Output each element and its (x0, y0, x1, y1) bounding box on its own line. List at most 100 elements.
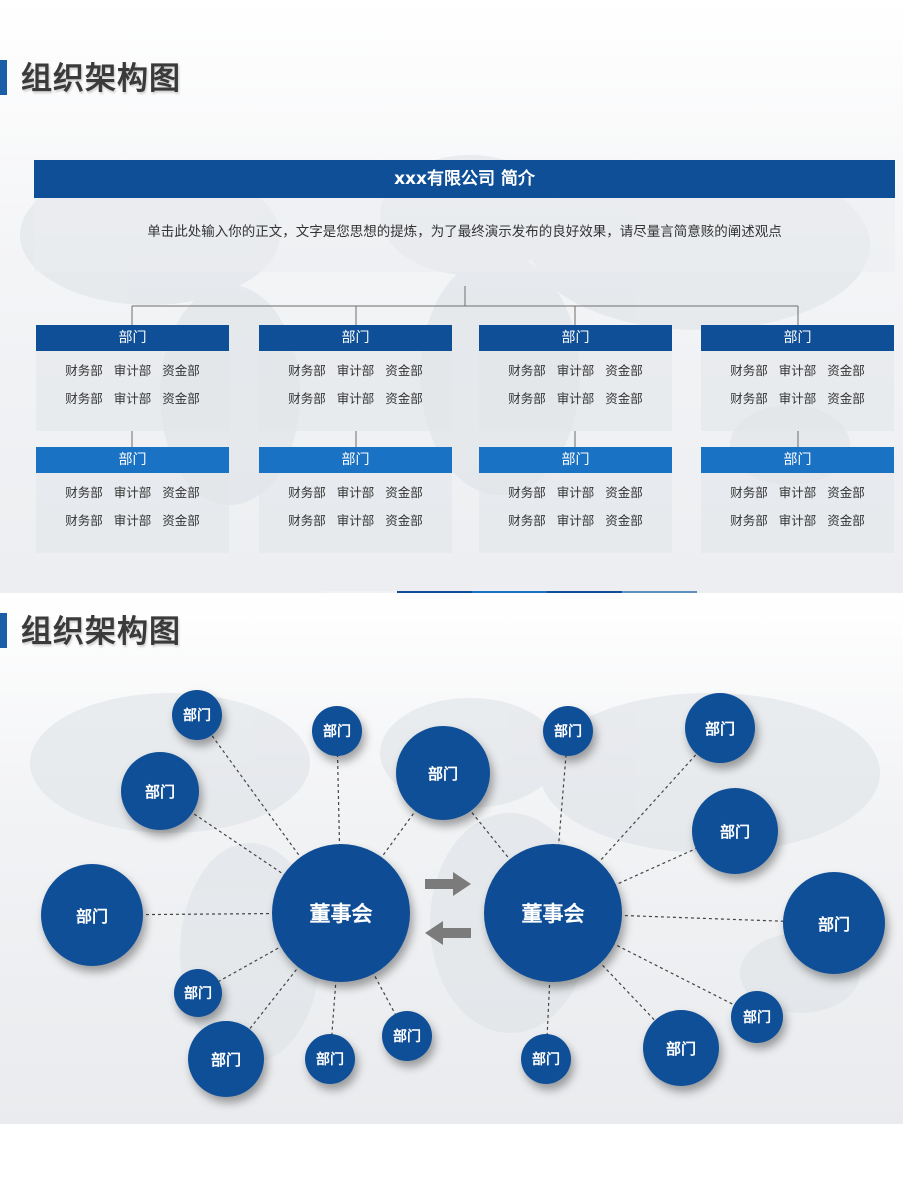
department-name: 审计部 (336, 363, 375, 378)
department-list-row: 财务部审计部资金部 (701, 388, 894, 407)
department-name: 资金部 (827, 391, 865, 406)
department-name: 财务部 (65, 485, 103, 500)
slide-title: 组织架构图 (21, 61, 181, 97)
department-name: 资金部 (385, 363, 423, 378)
department-name: 财务部 (288, 391, 326, 406)
department-name: 资金部 (162, 485, 200, 500)
department-bubble: 部门 (731, 991, 783, 1043)
department-bubble: 部门 (396, 726, 490, 820)
department-name: 审计部 (556, 363, 595, 378)
department-card-title: 部门 (701, 447, 894, 473)
department-bubble: 部门 (172, 690, 222, 740)
department-list-row: 财务部审计部资金部 (479, 482, 672, 501)
department-bubble: 部门 (643, 1010, 719, 1086)
department-name: 财务部 (288, 363, 326, 378)
department-name: 审计部 (778, 485, 817, 500)
department-name: 资金部 (605, 513, 643, 528)
department-name: 审计部 (336, 485, 375, 500)
company-intro-text: 单击此处输入你的正文，文字是您思想的提炼，为了最终演示发布的良好效果，请尽量言简… (147, 224, 782, 240)
department-name: 审计部 (336, 513, 375, 528)
department-name: 财务部 (508, 485, 546, 500)
department-list-row: 财务部审计部资金部 (479, 360, 672, 379)
department-name: 资金部 (162, 363, 200, 378)
arrow-left-icon (425, 921, 471, 945)
department-name: 财务部 (288, 513, 326, 528)
department-list-row: 财务部审计部资金部 (36, 510, 229, 529)
department-name: 审计部 (336, 391, 375, 406)
title-accent-bar (0, 613, 7, 648)
department-name: 资金部 (162, 391, 200, 406)
department-card-title: 部门 (36, 447, 229, 473)
department-name: 资金部 (605, 363, 643, 378)
department-bubble: 部门 (312, 706, 362, 756)
department-name: 资金部 (827, 485, 865, 500)
department-name: 资金部 (605, 485, 643, 500)
org-connector-lines (131, 286, 799, 447)
department-card: 部门 财务部审计部资金部 财务部审计部资金部 (479, 447, 672, 553)
department-name: 审计部 (556, 391, 595, 406)
department-name: 审计部 (778, 513, 817, 528)
department-name: 财务部 (730, 485, 768, 500)
department-card: 部门 财务部审计部资金部 财务部审计部资金部 (701, 447, 894, 553)
department-name: 财务部 (730, 513, 768, 528)
department-card-title: 部门 (259, 447, 452, 473)
department-name: 资金部 (827, 513, 865, 528)
department-name: 资金部 (827, 363, 865, 378)
department-list-row: 财务部审计部资金部 (36, 388, 229, 407)
department-name: 审计部 (113, 485, 152, 500)
department-bubble: 部门 (543, 706, 593, 756)
department-bubble: 部门 (174, 969, 222, 1017)
department-name: 资金部 (385, 391, 423, 406)
department-card-title: 部门 (701, 325, 894, 351)
department-card: 部门 财务部审计部资金部 财务部审计部资金部 (259, 447, 452, 553)
department-card: 部门 财务部审计部资金部 财务部审计部资金部 (36, 447, 229, 553)
department-name: 财务部 (508, 513, 546, 528)
department-name: 审计部 (778, 391, 817, 406)
department-name: 审计部 (778, 363, 817, 378)
title-accent-bar (0, 60, 7, 95)
department-card: 部门 财务部审计部资金部 财务部审计部资金部 (36, 325, 229, 431)
department-card-title: 部门 (36, 325, 229, 351)
department-list-row: 财务部审计部资金部 (701, 360, 894, 379)
board-hub-right: 董事会 (484, 844, 622, 982)
department-bubble: 部门 (305, 1034, 355, 1084)
department-list-row: 财务部审计部资金部 (259, 510, 452, 529)
department-card: 部门 财务部审计部资金部 财务部审计部资金部 (701, 325, 894, 431)
company-intro-header: xxx有限公司 简介 (34, 160, 895, 198)
department-card-title: 部门 (479, 325, 672, 351)
department-name: 财务部 (508, 391, 546, 406)
department-bubble: 部门 (41, 864, 143, 966)
department-name: 财务部 (288, 485, 326, 500)
department-name: 财务部 (65, 513, 103, 528)
department-name: 资金部 (605, 391, 643, 406)
department-bubble: 部门 (692, 788, 778, 874)
org-chart-slide-1: 组织架构图 xxx有限公司 简介 单击此处输入你的正文，文字是您思想的提炼，为了… (0, 0, 903, 593)
department-name: 财务部 (508, 363, 546, 378)
department-bubble: 部门 (121, 752, 199, 830)
arrow-right-icon (425, 872, 471, 896)
department-bubble: 部门 (685, 693, 755, 763)
department-bubble: 部门 (382, 1011, 432, 1061)
department-list-row: 财务部审计部资金部 (36, 482, 229, 501)
department-bubble: 部门 (783, 872, 885, 974)
department-card: 部门 财务部审计部资金部 财务部审计部资金部 (479, 325, 672, 431)
department-name: 财务部 (65, 391, 103, 406)
department-list-row: 财务部审计部资金部 (701, 482, 894, 501)
department-name: 审计部 (113, 363, 152, 378)
department-name: 财务部 (730, 391, 768, 406)
department-name: 审计部 (556, 513, 595, 528)
department-bubble: 部门 (188, 1021, 264, 1097)
department-card-title: 部门 (259, 325, 452, 351)
department-name: 资金部 (162, 513, 200, 528)
org-chart-slide-2: 组织架构图 部门 部门 部门 部门 部门 部门 部门 部门 部门 董事会 (0, 593, 903, 1124)
department-list-row: 财务部审计部资金部 (479, 510, 672, 529)
department-card-title: 部门 (479, 447, 672, 473)
department-list-row: 财务部审计部资金部 (36, 360, 229, 379)
department-bubble: 部门 (521, 1034, 571, 1084)
department-list-row: 财务部审计部资金部 (701, 510, 894, 529)
department-name: 资金部 (385, 485, 423, 500)
department-list-row: 财务部审计部资金部 (259, 360, 452, 379)
department-name: 财务部 (730, 363, 768, 378)
department-list-row: 财务部审计部资金部 (259, 482, 452, 501)
department-name: 资金部 (385, 513, 423, 528)
